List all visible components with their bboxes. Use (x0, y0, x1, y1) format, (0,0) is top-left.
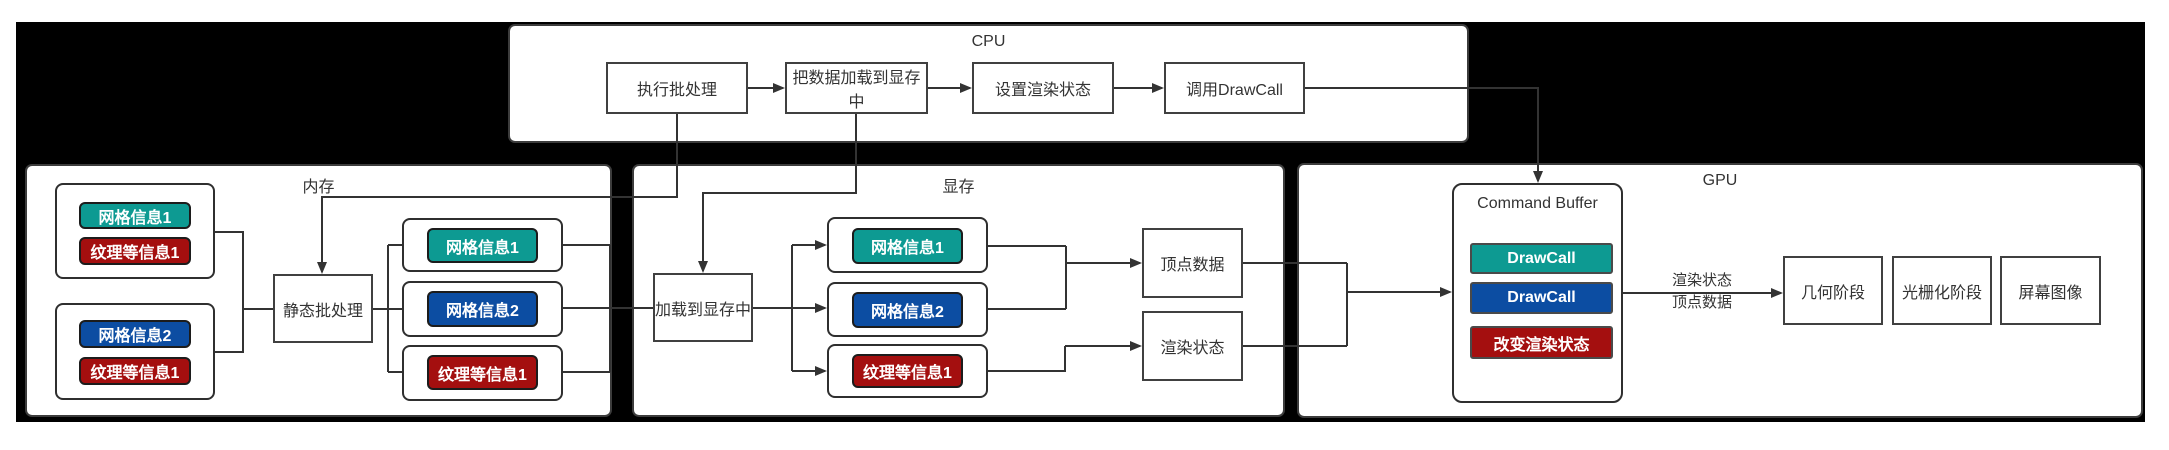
memory-texture1b-chip: 纹理等信息1 (79, 357, 191, 385)
vram-mesh1-chip: 网格信息1 (852, 228, 963, 264)
geometry-stage-box: 几何阶段 (1783, 256, 1883, 325)
vram-panel-label: 显存 (942, 179, 975, 196)
edge-label-render-state: 渲染状态 (1671, 272, 1732, 289)
cpu-step-load-to-vram: 把数据加载到显存中 (785, 62, 928, 114)
cpu-step-call-drawcall: 调用DrawCall (1164, 62, 1305, 114)
memory-mesh1-chip: 网格信息1 (79, 202, 191, 229)
screen-image-box: 屏幕图像 (2000, 256, 2101, 325)
cpu-panel-label: CPU (971, 33, 1006, 50)
command-buffer-title: Command Buffer (1477, 195, 1598, 212)
batched-mesh1-chip: 网格信息1 (427, 228, 538, 263)
edge-label-vertex-data: 顶点数据 (1671, 294, 1732, 311)
cpu-step-exec-batching: 执行批处理 (606, 62, 748, 114)
gpu-panel-label: GPU (1702, 172, 1738, 189)
command-buffer-drawcall1-chip: DrawCall (1470, 243, 1613, 274)
memory-texture1-chip: 纹理等信息1 (79, 237, 191, 265)
memory-asset-group-2 (55, 303, 215, 400)
vram-texture-chip: 纹理等信息1 (852, 354, 963, 388)
render-state-box: 渲染状态 (1142, 311, 1243, 381)
vram-load-box: 加载到显存中 (653, 273, 753, 342)
cpu-step-set-render-state: 设置渲染状态 (972, 62, 1114, 114)
static-batching-box: 静态批处理 (273, 274, 373, 343)
command-buffer-change-state-chip: 改变渲染状态 (1470, 326, 1613, 359)
command-buffer-drawcall2-chip: DrawCall (1470, 282, 1613, 314)
memory-mesh2-chip: 网格信息2 (79, 320, 191, 348)
command-buffer-edge-label: 渲染状态 顶点数据 (1652, 270, 1752, 314)
batched-texture-chip: 纹理等信息1 (427, 355, 538, 390)
vram-mesh2-chip: 网格信息2 (852, 292, 963, 328)
vertex-data-box: 顶点数据 (1142, 228, 1243, 298)
rasterization-stage-box: 光栅化阶段 (1892, 256, 1992, 325)
batched-mesh2-chip: 网格信息2 (427, 291, 538, 327)
